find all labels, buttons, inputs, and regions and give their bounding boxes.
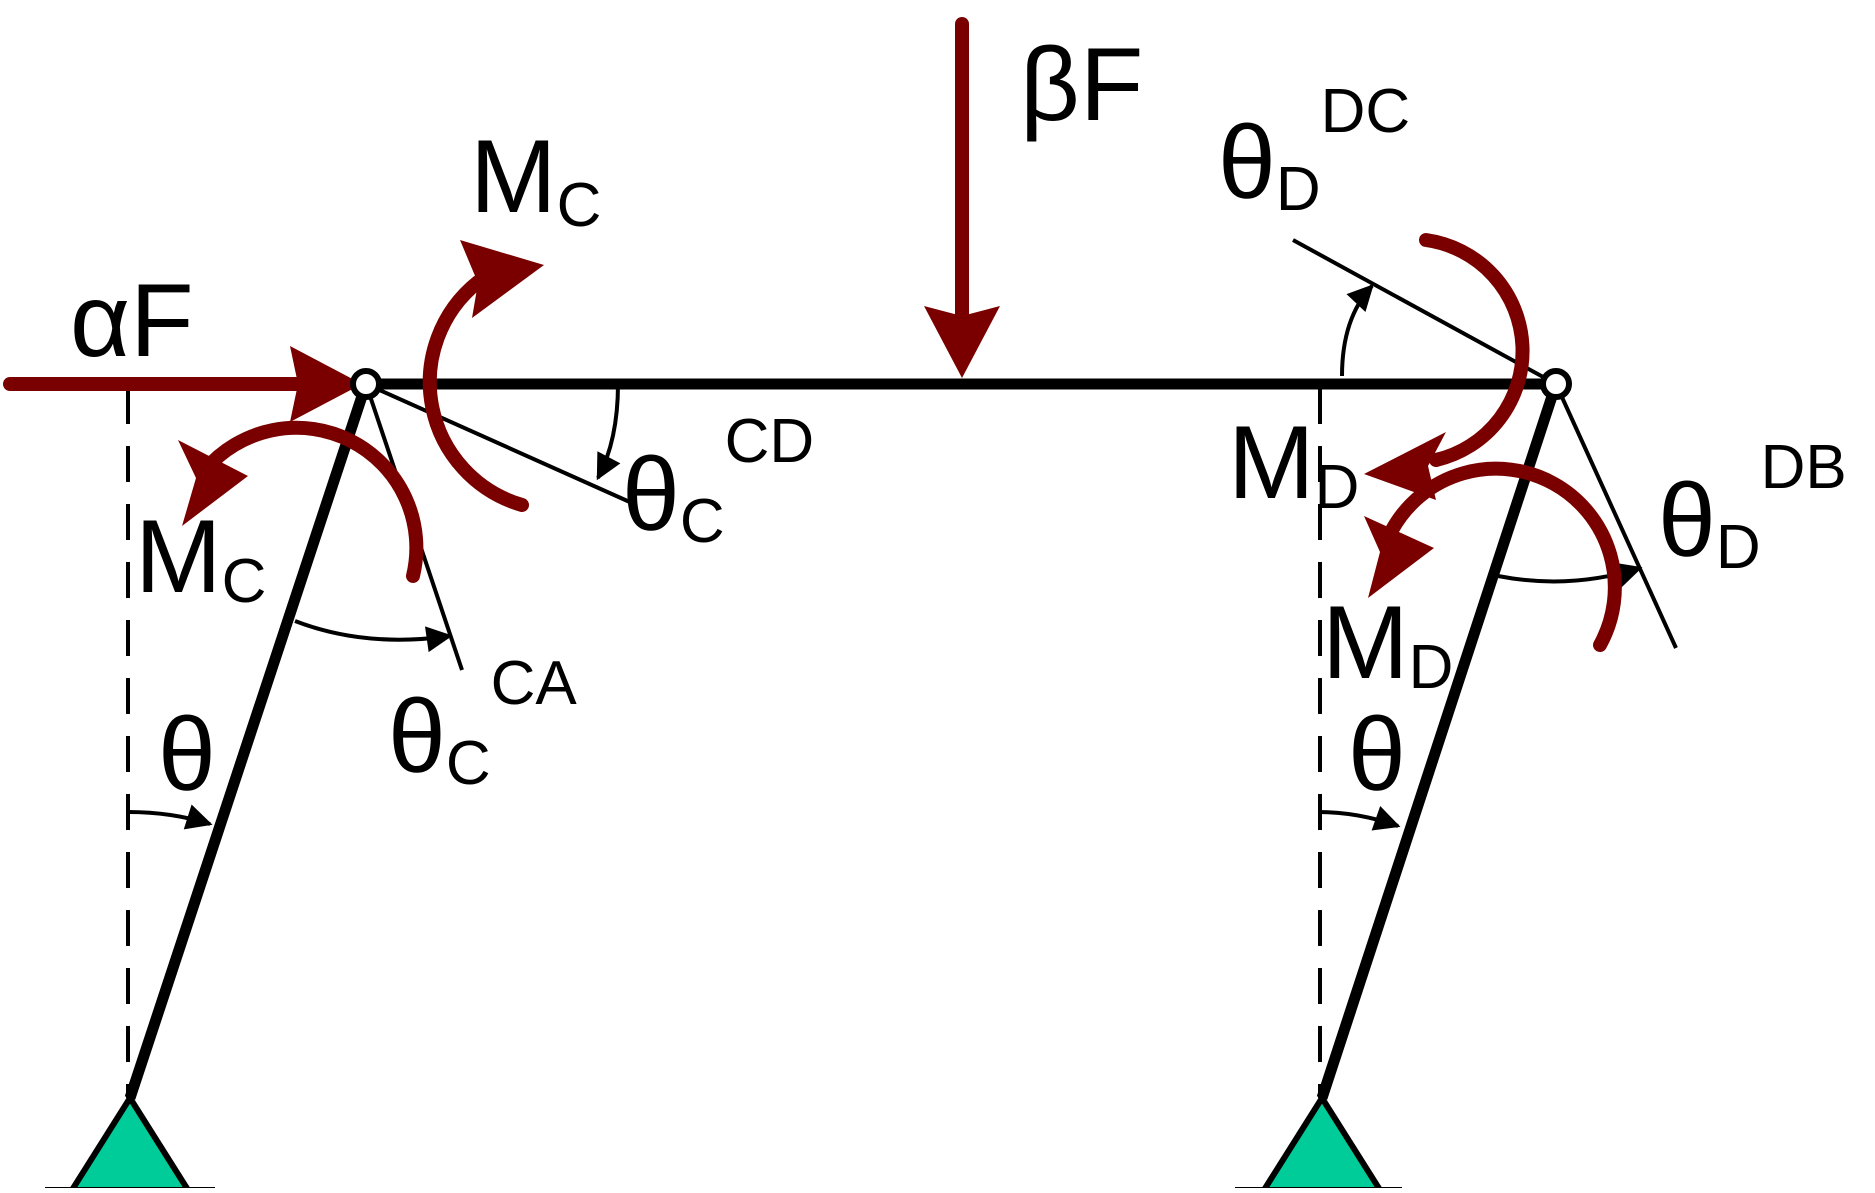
load-arrow-horizontal-head [290,346,362,422]
label-theta-d-db: θDDB [1658,433,1847,582]
moment-arc-mc-top [422,275,529,512]
hinge-c [350,368,382,400]
label-mc-left: MC [135,499,266,616]
label-alpha-f: αF [70,263,194,379]
load-arrow-vertical-head [924,306,1000,378]
hinge-d [1540,368,1572,400]
column-db [1316,382,1562,1100]
label-theta-left: θ [158,697,216,813]
moment-arrowhead-mc-top [460,240,544,318]
moment-arrowhead-mc-left [178,440,248,526]
label-theta-c-cd: θCCD [622,407,814,556]
moment-arrowhead-md-upper [1364,432,1446,500]
support-a [45,1092,215,1193]
label-beta-f: βF [1020,27,1143,143]
angle-arc-theta-left [127,804,213,830]
moment-arc-md-upper [1419,233,1530,467]
support-b [1235,1092,1402,1193]
angle-arc-theta-d-dc [1340,284,1374,377]
moment-arc-mc-left [198,420,424,583]
tangent-line-dc [1292,238,1557,386]
moment-arrowhead-md-lower [1364,516,1434,598]
tangent-line-cd [365,382,633,505]
angle-arc-theta-c-ca [294,619,453,653]
label-theta-right: θ [1348,697,1406,813]
angle-arc-theta-c-cd [596,383,621,481]
pin-support-a-triangle [66,1092,194,1193]
label-theta-c-ca: θCCA [388,649,577,798]
tangent-line-db [1554,383,1678,649]
column-ca [124,382,372,1100]
pin-support-b-triangle [1258,1092,1386,1193]
label-mc-top: MC [470,119,601,240]
label-theta-d-dc: θDDC [1218,77,1410,224]
label-md-upper: MD [1228,405,1359,522]
angle-arc-theta-d-db [1497,562,1643,588]
angle-arc-theta-right [1317,806,1401,831]
moment-arc-md-lower [1385,461,1622,652]
label-md-lower: MD [1322,585,1453,702]
